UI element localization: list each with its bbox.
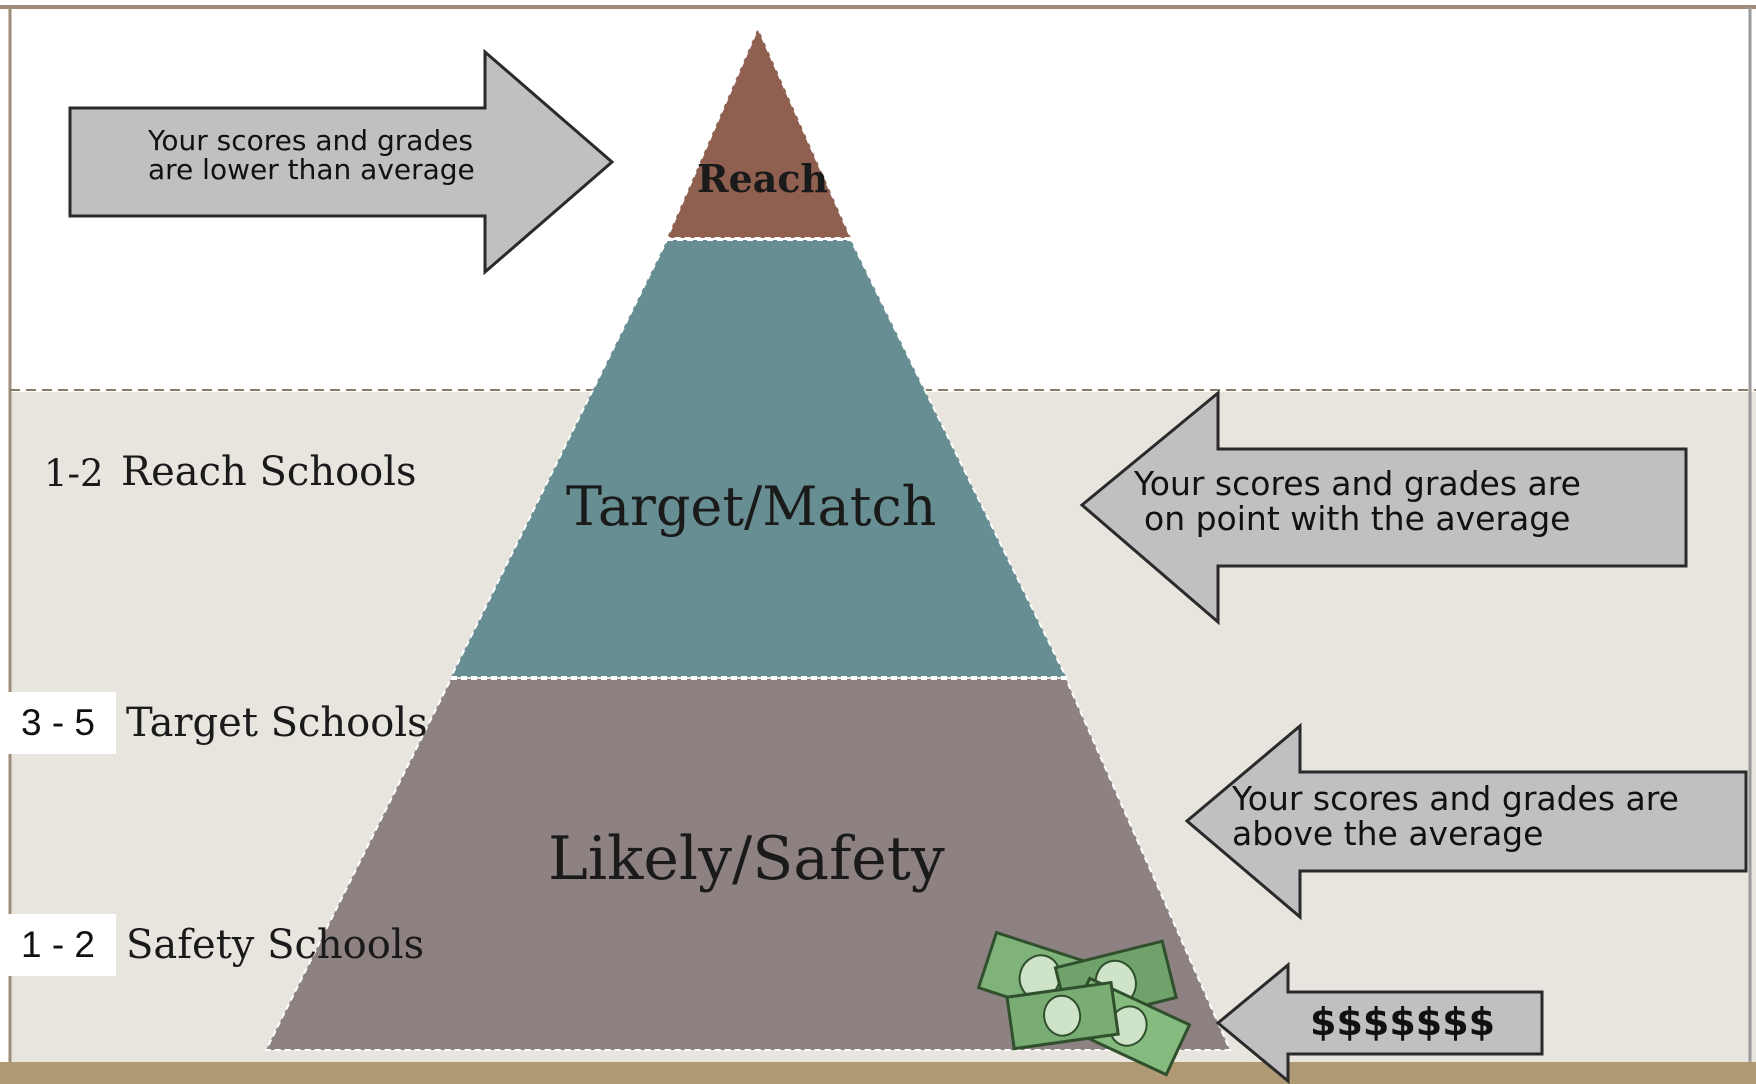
arrow-money xyxy=(1215,961,1544,1084)
arrow-safety-text: Your scores and grades are above the ave… xyxy=(1232,779,1679,853)
count-range-reach: 1-2 xyxy=(44,452,104,495)
arrow-safety xyxy=(1184,722,1748,921)
floor-band xyxy=(0,1062,1756,1084)
arrow-safety-line1: Your scores and grades are xyxy=(1232,779,1679,818)
arrow-safety-line2: above the average xyxy=(1232,813,1544,853)
count-label-safety: Safety Schools xyxy=(126,922,425,968)
pyramid-tier-target xyxy=(449,239,1068,678)
arrow-reach-text: Your scores and grades are lower than av… xyxy=(148,126,475,185)
arrow-reach-line2: are lower than average xyxy=(148,153,475,187)
arrow-target-line1: Your scores and grades are xyxy=(1134,464,1581,503)
arrow-target-line2: on point with the average xyxy=(1144,498,1571,538)
count-label-reach: Reach Schools xyxy=(121,449,417,495)
tier-label-likely: Likely/Safety xyxy=(548,824,945,894)
money-stack-icon xyxy=(976,930,1192,1077)
arrow-target-text: Your scores and grades are on point with… xyxy=(1134,464,1581,538)
arrow-reach xyxy=(68,48,615,276)
arrow-money-text: $$$$$$$ xyxy=(1310,1000,1496,1044)
pyramid-tier-reach xyxy=(665,25,853,239)
arrow-reach-line1: Your scores and grades xyxy=(148,124,474,157)
arrow-target xyxy=(1079,389,1688,626)
count-label-target: Target Schools xyxy=(126,700,428,746)
tier-label-target: Target/Match xyxy=(566,475,937,538)
tier-label-reach: Reach xyxy=(697,156,829,201)
count-range-target: 3 - 5 xyxy=(0,692,116,754)
count-range-safety: 1 - 2 xyxy=(0,914,116,976)
